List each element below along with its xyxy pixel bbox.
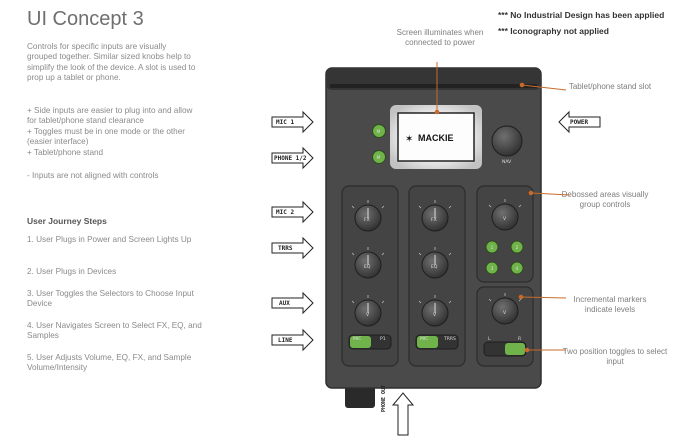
power-arrow: [558, 110, 601, 134]
ch1-volume-knob[interactable]: [354, 299, 382, 327]
mic1-arrow: [271, 110, 314, 134]
ch2-toggle-right-label: TRRS: [443, 336, 456, 342]
annotation-debossed: Debossed areas visually group controls: [561, 190, 649, 209]
master-volume-label: V: [503, 310, 507, 316]
sample-pad-1-label: 1: [491, 245, 494, 251]
brand-mark-icon: ✶: [405, 134, 413, 145]
journey-step-1: 1. User Plugs in Power and Screen Lights…: [27, 235, 192, 244]
sample-pad-2-label: 2: [516, 245, 519, 251]
ch2-volume-label: V: [433, 312, 437, 318]
phone-button-label: M: [377, 155, 381, 161]
ch2-input-toggle[interactable]: [415, 334, 459, 350]
sample-pad-2[interactable]: [510, 240, 524, 254]
sample-pad-3[interactable]: [485, 261, 499, 275]
ch2-toggle-left-label: MIC: [420, 336, 428, 342]
annotation-screen: Screen illuminates when connected to pow…: [396, 28, 484, 47]
power-input-label: POWER: [570, 119, 589, 126]
phone-out-arrow: [391, 392, 415, 436]
nav-knob[interactable]: [491, 125, 523, 157]
ch1-eq-label: EQ: [364, 264, 371, 270]
ch1-volume-label: V: [366, 312, 370, 318]
sample-pad-4-label: 4: [516, 266, 519, 272]
journey-step-5: 5. User Adjusts Volume, EQ, FX, and Samp…: [27, 353, 192, 373]
ch2-fx-knob[interactable]: [421, 204, 449, 232]
ch2-eq-label: EQ: [431, 264, 438, 270]
annotation-stand: Tablet/phone stand slot: [568, 82, 652, 91]
line-arrow: [271, 328, 314, 352]
sample-panel: [476, 185, 534, 283]
screen[interactable]: [397, 112, 475, 162]
ch1-toggle-left-label: MIC: [353, 336, 361, 342]
ch1-fx-knob[interactable]: [354, 204, 382, 232]
phone-out-label: PHONE OUT: [381, 384, 387, 412]
sample-volume-knob[interactable]: [491, 203, 519, 231]
master-toggle-right-label: R: [518, 336, 521, 342]
sample-pad-3-label: 3: [491, 266, 494, 272]
input-arrows: [271, 110, 601, 436]
annotation-markers: Incremental markers indicate levels: [573, 295, 647, 314]
sample-pad-4[interactable]: [510, 261, 524, 275]
phone-button[interactable]: [372, 150, 386, 164]
master-toggle-left-label: L: [488, 336, 491, 342]
concept-pros: + Side inputs are easier to plug into an…: [27, 106, 193, 157]
concept-cons: - Inputs are not aligned with controls: [27, 171, 159, 180]
line-input-label: LINE: [278, 337, 293, 344]
trrs-input-label: TRRS: [278, 245, 293, 252]
journey-step-4: 4. User Navigates Screen to Select FX, E…: [27, 321, 202, 341]
brand-logo: MACKIE: [418, 133, 454, 143]
master-volume-knob[interactable]: [491, 297, 519, 325]
annotation-leaders: [434, 62, 571, 353]
journey-step-3: 3. User Toggles the Selectors to Choose …: [27, 289, 194, 309]
master-output-toggle[interactable]: [483, 341, 527, 357]
concept-description: Controls for specific inputs are visuall…: [27, 42, 196, 83]
journey-title: User Journey Steps: [27, 216, 107, 226]
ch1-eq-knob[interactable]: [354, 251, 382, 279]
trrs-arrow: [271, 236, 314, 260]
ch1-toggle-right-label: P1: [380, 336, 386, 342]
phone-arrow: [271, 146, 314, 170]
journey-step-2: 2. User Plugs in Devices: [27, 267, 117, 276]
note-industrial: *** No Industrial Design has been applie…: [498, 10, 665, 20]
mic2-arrow: [271, 200, 314, 224]
annotation-toggles: Two position toggles to select input: [562, 347, 668, 366]
page-title: UI Concept 3: [27, 8, 144, 30]
aux-arrow: [271, 291, 314, 315]
level-markers: [351, 199, 522, 304]
mic2-input-label: MIC 2: [276, 209, 295, 216]
nav-knob-label: NAV: [502, 159, 512, 165]
ch1-fx-label: FX: [364, 217, 370, 223]
sample-volume-label: V: [503, 216, 507, 222]
ch2-fx-label: FX: [431, 217, 437, 223]
phone-out-jack: [345, 384, 375, 408]
mic1-input-label: MIC 1: [276, 119, 295, 126]
phone-input-label: PHONE 1/2: [274, 155, 307, 162]
aux-input-label: AUX: [279, 300, 290, 307]
mic1-button[interactable]: [372, 124, 386, 138]
stand-slot-groove: [330, 84, 537, 88]
ch2-eq-knob[interactable]: [421, 251, 449, 279]
note-iconography: *** Iconography not applied: [498, 26, 609, 36]
ch2-volume-knob[interactable]: [421, 299, 449, 327]
mic1-button-label: M: [377, 129, 381, 135]
sample-pad-1[interactable]: [485, 240, 499, 254]
ch1-input-toggle[interactable]: [348, 334, 392, 350]
